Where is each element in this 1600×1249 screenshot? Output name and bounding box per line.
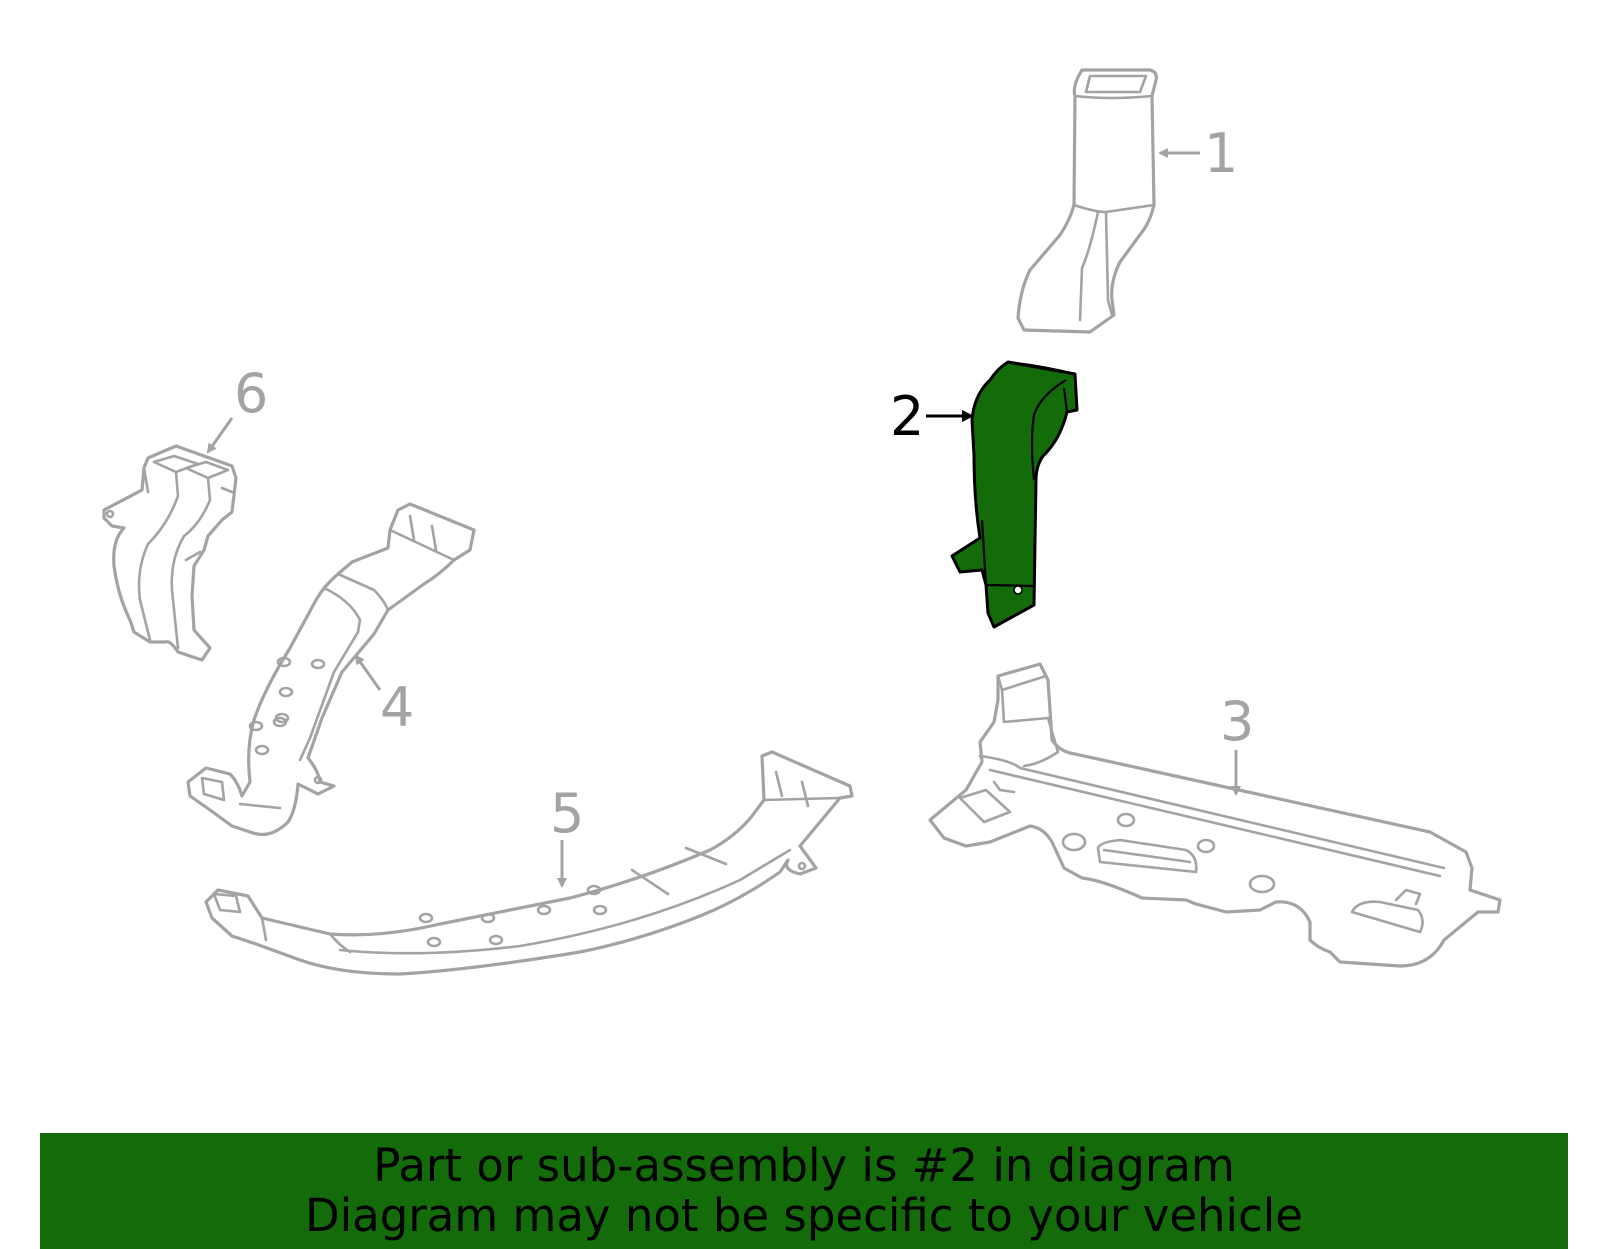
callout-4[interactable]: 4: [380, 676, 414, 739]
part-1-duct[interactable]: [1016, 68, 1158, 334]
leader-4: [354, 654, 382, 691]
part-2-duct-highlighted[interactable]: [950, 360, 1079, 629]
banner-line-part-number: Part or sub-assembly is #2 in diagram: [373, 1139, 1235, 1192]
part-3-panel[interactable]: [928, 662, 1502, 968]
part-4-duct[interactable]: [186, 502, 476, 836]
part-5-duct[interactable]: [204, 750, 854, 976]
callout-5[interactable]: 5: [550, 782, 584, 845]
part-6-twin-duct[interactable]: [102, 444, 238, 662]
callout-2[interactable]: 2: [890, 385, 924, 448]
info-banner: Part or sub-assembly is #2 in diagram Di…: [40, 1133, 1568, 1249]
callout-1[interactable]: 1: [1204, 122, 1238, 185]
callout-3[interactable]: 3: [1220, 690, 1254, 753]
leader-6: [206, 417, 234, 454]
callout-6[interactable]: 6: [234, 362, 268, 425]
banner-line-disclaimer: Diagram may not be specific to your vehi…: [305, 1189, 1303, 1242]
